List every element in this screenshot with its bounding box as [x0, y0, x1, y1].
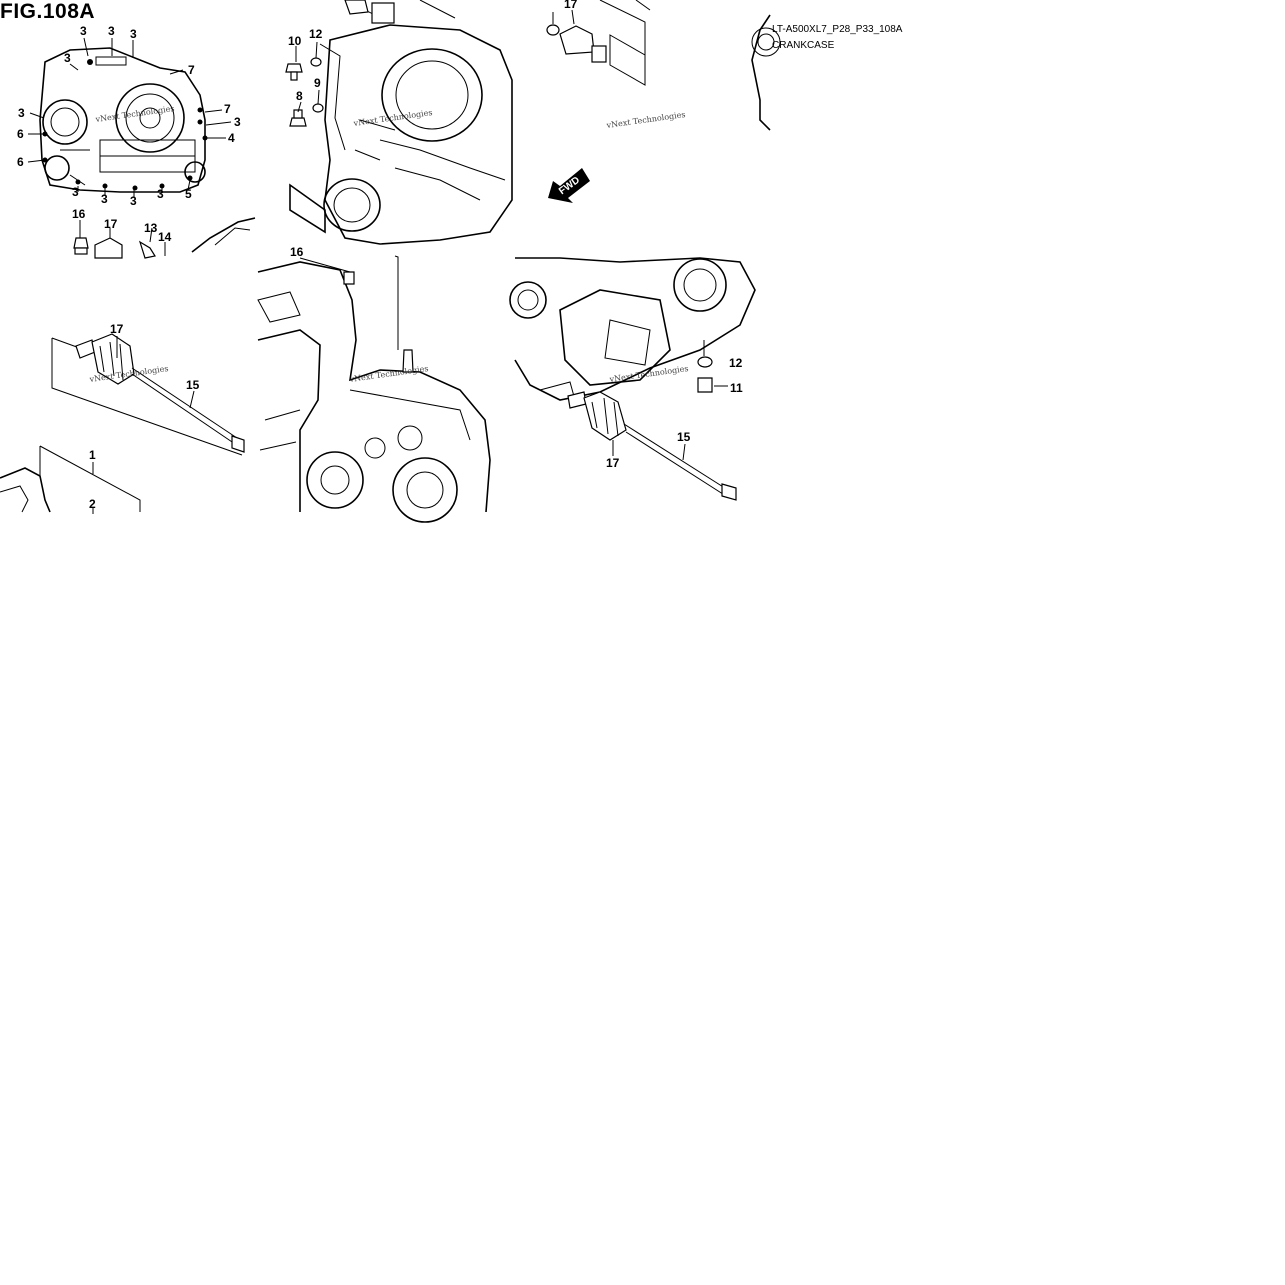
crankcase-bottom-left: [0, 445, 141, 514]
callout-label: 17: [606, 456, 620, 470]
callout-label: 4: [228, 131, 235, 145]
callout-label: 15: [186, 378, 200, 392]
watermark-2: vNext Technologies: [352, 108, 433, 128]
callout-label: 7: [188, 63, 195, 77]
callout-label: 3: [234, 115, 241, 129]
callout-label: 3: [108, 24, 115, 38]
figure-code: LT-A500XL7_P28_P33_108A: [772, 24, 903, 35]
callout-label: 3: [101, 192, 108, 206]
figure-name: CRANKCASE: [772, 40, 835, 51]
callout-label: 3: [18, 106, 25, 120]
callout-label: 13: [144, 221, 158, 235]
callout-label: 1: [89, 448, 96, 462]
watermark-1: vNext Technologies: [94, 104, 175, 124]
callout-label: 17: [110, 322, 124, 336]
crankcase-middle-lower: [257, 257, 491, 523]
callout-label: 12: [729, 356, 743, 370]
fwd-direction-arrow: FWD: [548, 168, 590, 203]
callout-labels: 3 3 3 3 7 7 3 3 4 6 6 3 3 3 3 5 16 17 13…: [17, 0, 743, 511]
callout-label: 16: [290, 245, 304, 259]
callout-label: 15: [677, 430, 691, 444]
callout-label: 11: [730, 381, 743, 395]
watermark-5: vNext Technologies: [348, 364, 429, 384]
callout-label: 5: [185, 187, 192, 201]
breather-fitting-group: [546, 0, 651, 86]
callout-label: 3: [80, 24, 87, 38]
callout-label: 2: [89, 497, 96, 511]
callout-label: 6: [17, 155, 24, 169]
crankcase-right-lower: [509, 257, 756, 501]
figure-title: FIG.108A: [0, 0, 96, 23]
oil-pump-shaft-left: [51, 333, 245, 456]
callout-label: 7: [224, 102, 231, 116]
crankcase-left-half: [27, 37, 232, 197]
callout-label: 12: [309, 27, 323, 41]
watermark-6: vNext Technologies: [608, 364, 689, 384]
callout-label: 10: [288, 34, 302, 48]
callout-label: 9: [314, 76, 321, 90]
callout-label: 3: [157, 187, 164, 201]
callout-label: 3: [130, 194, 137, 208]
callout-label: 17: [104, 217, 118, 231]
callout-label: 3: [130, 27, 137, 41]
callout-label: 6: [17, 127, 24, 141]
callout-label: 8: [296, 89, 303, 103]
oil-plug-group: [73, 217, 256, 259]
callout-label: 3: [64, 51, 71, 65]
watermark-3: vNext Technologies: [605, 110, 686, 130]
crankcase-cylinder-view: [285, 0, 513, 350]
callout-label: 17: [564, 0, 578, 11]
callout-label: 14: [158, 230, 172, 244]
crankcase-right-edge: [751, 14, 781, 131]
callout-label: 3: [72, 185, 79, 199]
callout-label: 16: [72, 207, 86, 221]
